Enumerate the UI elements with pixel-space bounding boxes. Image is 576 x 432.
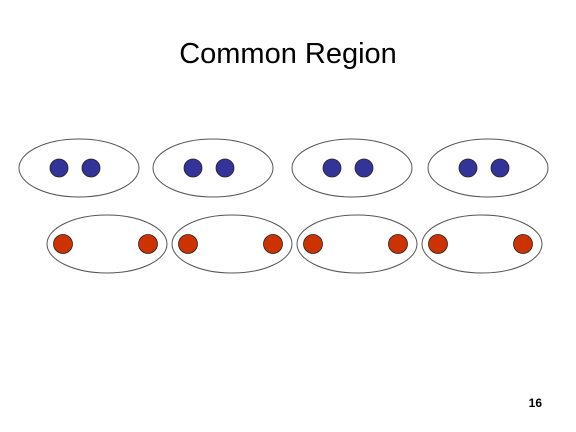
- region-group: [296, 214, 418, 274]
- blue-dot: [354, 158, 374, 178]
- blue-dot: [215, 158, 235, 178]
- region-group: [427, 138, 549, 198]
- red-dot: [53, 234, 73, 254]
- region-ellipse: [296, 214, 418, 274]
- region-group: [18, 138, 140, 198]
- red-dot: [263, 234, 283, 254]
- region-ellipse: [171, 214, 293, 274]
- region-group: [421, 214, 543, 274]
- blue-row: [18, 138, 549, 198]
- region-ellipse: [18, 138, 140, 198]
- red-dot: [428, 234, 448, 254]
- region-ellipse: [152, 138, 274, 198]
- region-ellipse: [46, 214, 168, 274]
- slide-title: Common Region: [179, 38, 397, 70]
- blue-dot: [81, 158, 101, 178]
- page-number: 16: [528, 396, 542, 410]
- region-group: [152, 138, 274, 198]
- blue-dot: [183, 158, 203, 178]
- red-dot: [138, 234, 158, 254]
- blue-dot: [322, 158, 342, 178]
- blue-dot: [490, 158, 510, 178]
- blue-dot: [49, 158, 69, 178]
- red-dot: [303, 234, 323, 254]
- red-dot: [513, 234, 533, 254]
- red-dot: [388, 234, 408, 254]
- region-group: [46, 214, 168, 274]
- region-group: [291, 138, 413, 198]
- region-ellipse: [427, 138, 549, 198]
- red-row: [46, 214, 543, 274]
- region-group: [171, 214, 293, 274]
- region-ellipse: [291, 138, 413, 198]
- blue-dot: [458, 158, 478, 178]
- red-dot: [178, 234, 198, 254]
- region-ellipse: [421, 214, 543, 274]
